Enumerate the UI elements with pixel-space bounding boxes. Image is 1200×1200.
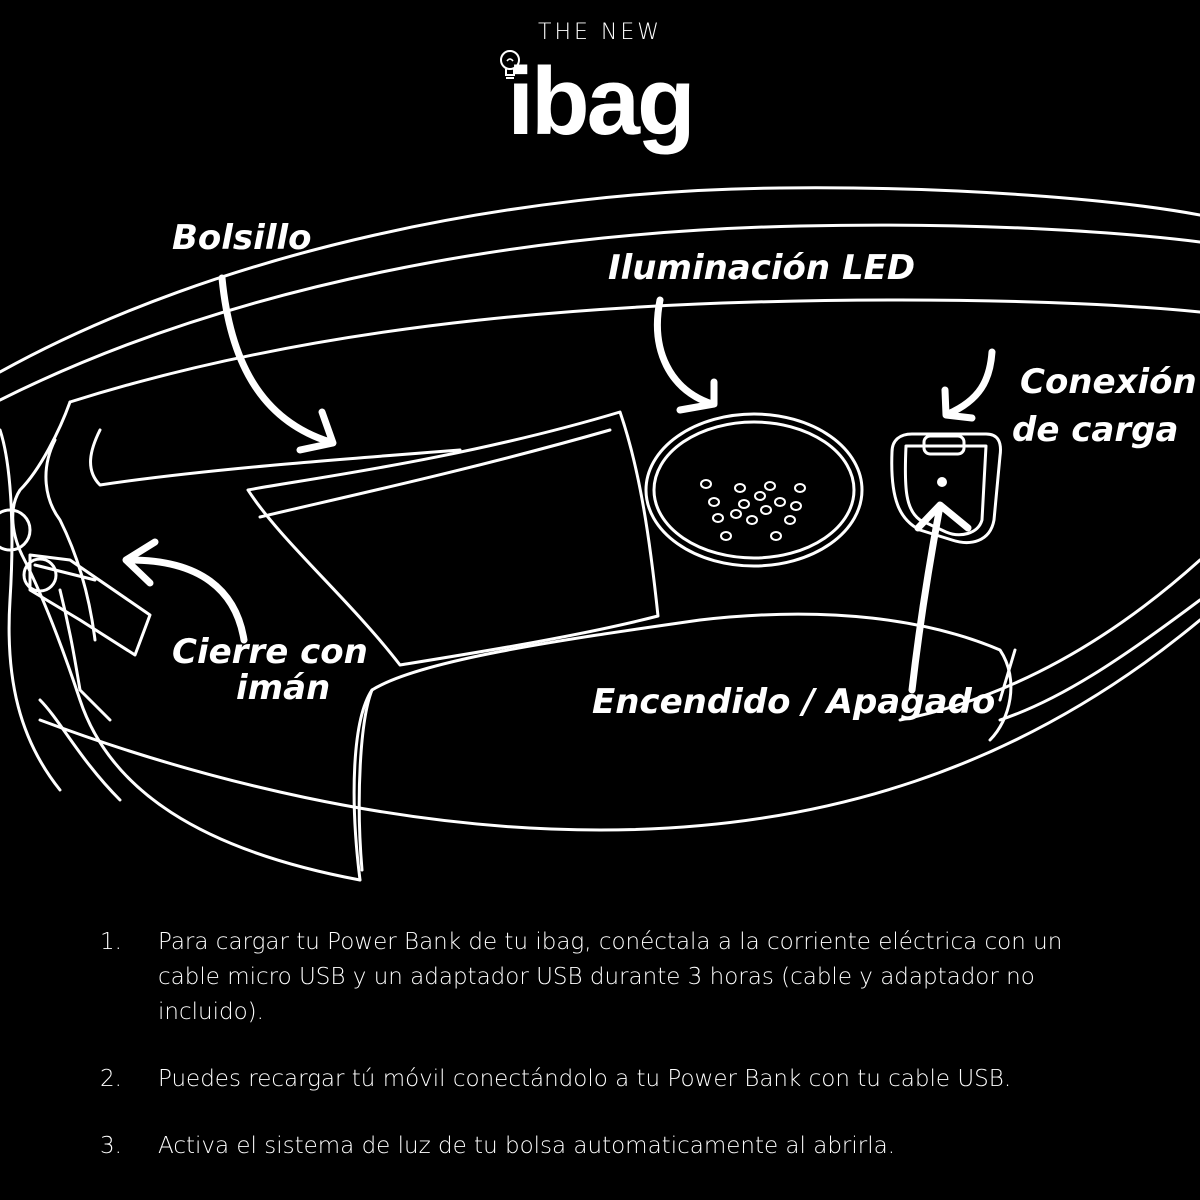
header-kicker: THE NEW — [538, 20, 662, 45]
label-pocket: Bolsillo — [172, 218, 312, 258]
label-power: Encendido / Apagado — [592, 682, 996, 722]
bag-outer-rim — [0, 186, 1200, 374]
bag-inner-panel — [352, 612, 1013, 882]
instruction-number: 1. — [100, 929, 122, 955]
usb-port — [922, 434, 966, 456]
lightbulb-icon — [500, 50, 520, 79]
bag-bottom — [38, 618, 1200, 832]
header: THE NEW ibag — [0, 0, 1200, 180]
label-led: Iluminación LED — [608, 248, 916, 288]
arrow-pocket — [218, 274, 334, 446]
power-button — [937, 477, 947, 487]
instruction-number: 3. — [100, 1133, 122, 1159]
arrow-power — [908, 502, 944, 694]
arrow-closure — [126, 556, 248, 644]
pocket-outline — [246, 410, 660, 667]
bag-left-wall — [11, 400, 362, 882]
bag-diagram — [0, 186, 1200, 882]
instruction-item: 2. Puedes recargar tú móvil conectándolo… — [100, 1062, 1120, 1097]
instruction-item: 3. Activa el sistema de luz de tu bolsa … — [100, 1129, 1120, 1164]
bag-left-outer — [0, 428, 62, 792]
led-light-outline — [644, 412, 864, 568]
magnetic-closure — [28, 553, 152, 657]
label-closure-line1: Cierre con — [172, 632, 368, 672]
charge-connector — [890, 432, 1002, 544]
arrow-led — [653, 296, 716, 408]
instruction-number: 2. — [100, 1066, 122, 1092]
label-charge-line2: de carga — [1012, 410, 1179, 450]
bag-rim-inner — [0, 223, 1200, 402]
bag-inner-lining-top — [68, 298, 1200, 404]
arrow-charge — [944, 348, 996, 418]
brand-logo: ibag — [507, 48, 695, 155]
instruction-text: Para cargar tu Power Bank de tu ibag, co… — [158, 929, 1063, 1025]
instruction-item: 1. Para cargar tu Power Bank de tu ibag,… — [100, 925, 1120, 1030]
bag-inner-fold-left — [89, 428, 462, 487]
led-dots — [700, 479, 806, 541]
label-closure-line2: imán — [236, 668, 331, 708]
label-charge-line1: Conexión — [1020, 362, 1197, 402]
instruction-text: Puedes recargar tú móvil conectándolo a … — [158, 1066, 1012, 1092]
instruction-text: Activa el sistema de luz de tu bolsa aut… — [158, 1133, 896, 1159]
instruction-list: 1. Para cargar tu Power Bank de tu ibag,… — [100, 925, 1120, 1196]
